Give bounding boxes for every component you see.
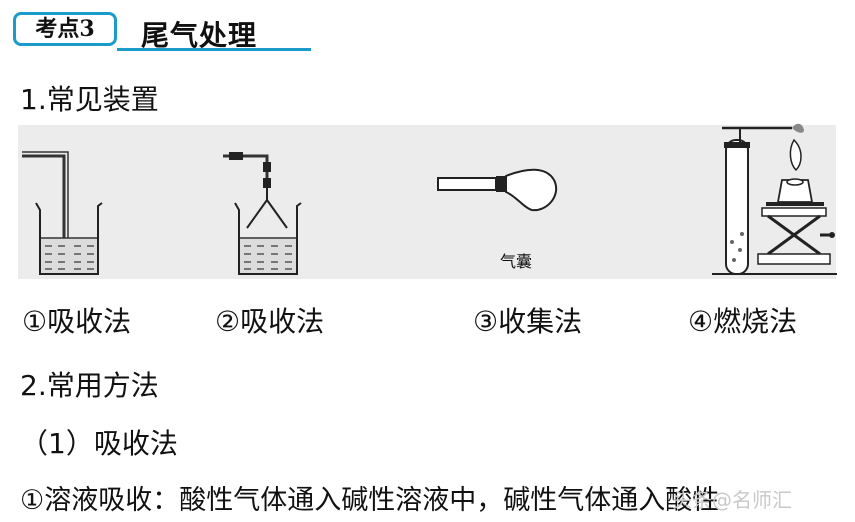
section-1-heading: 1.常见装置 (20, 83, 159, 116)
apparatus-label-2: ②吸收法 (215, 305, 325, 338)
apparatus-label-3: ③收集法 (473, 305, 583, 338)
topic-badge: 考点3 (13, 12, 117, 46)
burner-apparatus-icon (712, 123, 837, 275)
apparatus-label-4: ④燃烧法 (688, 305, 798, 338)
gas-bag-label: 气囊 (500, 252, 533, 271)
beaker-with-tube-icon (22, 151, 103, 275)
watermark: 头条@名师汇 (672, 488, 792, 512)
apparatus-label-1: ①吸收法 (22, 305, 132, 338)
title-underline (117, 48, 311, 51)
page-title: 尾气处理 (141, 19, 258, 52)
method-line-1: ①溶液吸收：酸性气体通入碱性溶液中，碱性气体通入酸性 (20, 485, 720, 516)
beaker-with-funnel-icon (223, 152, 302, 275)
section-2-heading: 2.常用方法 (20, 369, 159, 402)
section-header: 考点3 尾气处理 (13, 8, 311, 52)
gas-bag-icon (437, 168, 557, 212)
apparatus-figure-band (18, 125, 836, 279)
method-subheading: （1）吸收法 (20, 427, 178, 460)
